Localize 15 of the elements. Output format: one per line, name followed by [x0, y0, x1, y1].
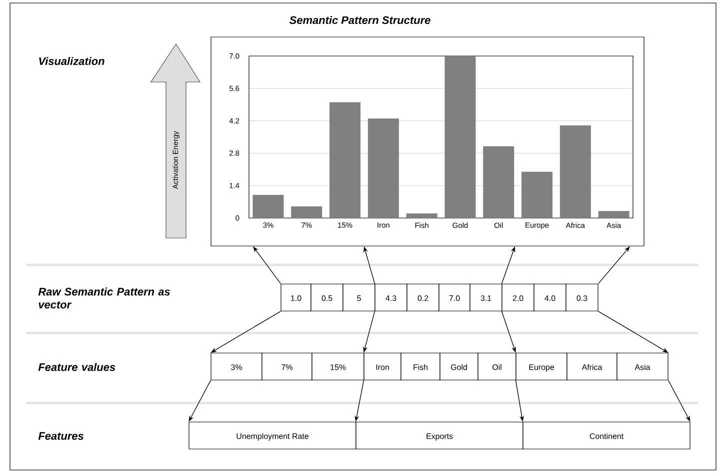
row-label: Raw Semantic Pattern as vector — [38, 288, 170, 308]
bar — [483, 146, 514, 218]
row-label: Feature values — [38, 362, 116, 372]
bar — [291, 206, 322, 218]
bar — [330, 102, 361, 218]
bar — [406, 213, 438, 218]
bar — [252, 194, 284, 218]
bar — [522, 172, 553, 218]
bar — [598, 211, 630, 218]
row-label: Visualization — [39, 56, 104, 66]
bar — [560, 125, 591, 218]
row-label: Features — [38, 432, 84, 440]
bar — [368, 118, 399, 218]
title: Semantic Pattern Structure — [290, 16, 430, 24]
bar — [444, 56, 476, 218]
